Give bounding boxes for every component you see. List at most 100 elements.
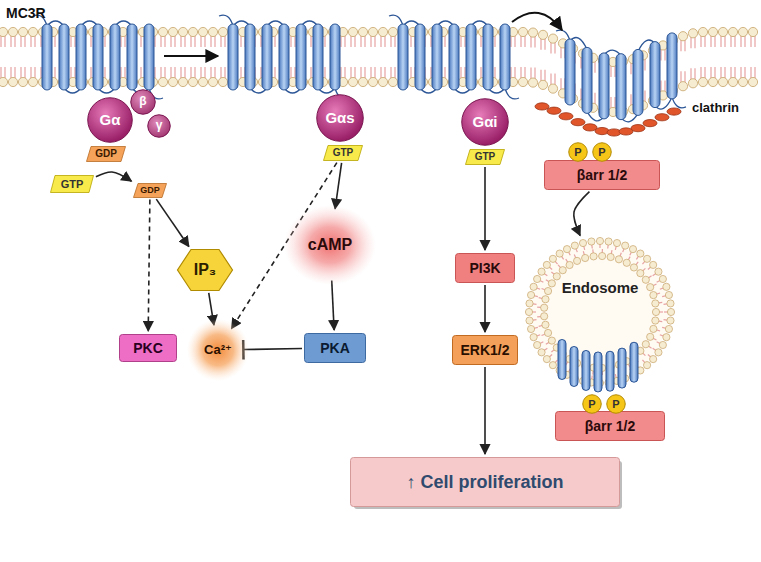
- lipid-head: [530, 283, 537, 290]
- transmembrane-helix: [630, 342, 638, 382]
- lipid-head: [158, 77, 167, 86]
- lipid-head: [728, 77, 737, 86]
- messenger-glow: cAMP: [284, 205, 376, 285]
- clathrin-unit: [631, 125, 645, 132]
- node-text: GDP: [95, 148, 117, 160]
- lipid-head: [688, 79, 697, 88]
- protein-circle: Gα: [87, 97, 133, 143]
- box-outline: [456, 254, 515, 283]
- lipid-head: [198, 77, 207, 86]
- clathrin-unit: [643, 120, 657, 127]
- lipid-head: [650, 261, 657, 268]
- transmembrane-helix: [415, 24, 425, 90]
- receptor-transition-arrows: [164, 13, 562, 56]
- transmembrane-helix: [466, 24, 476, 90]
- node-text: βarr 1/2: [577, 167, 628, 183]
- transmembrane-helix: [144, 24, 154, 90]
- transmembrane-helix: [313, 24, 323, 90]
- endosome-vesicle: Endosome: [524, 236, 676, 388]
- lipid-head: [18, 77, 27, 86]
- node-text: γ: [156, 119, 163, 133]
- lipid-head: [388, 77, 397, 86]
- glow-fill: [284, 205, 376, 285]
- transmembrane-helix: [594, 352, 602, 392]
- node-text: βarr 1/2: [585, 418, 636, 434]
- lipid-head: [208, 77, 217, 86]
- circle-outline: [607, 395, 626, 414]
- lipid-head: [663, 334, 670, 341]
- protein-circle: P: [582, 394, 602, 414]
- circle-outline: [317, 95, 364, 142]
- lipid-head: [368, 27, 377, 36]
- protein-circle: P: [568, 142, 588, 162]
- lipid-head: [544, 329, 551, 336]
- internalization-arrow: [512, 13, 562, 30]
- messenger-glow: Ca²⁺: [187, 319, 249, 381]
- lipid-bilayer: [0, 15, 758, 136]
- protein-circle: Gαi: [461, 98, 509, 146]
- lipid-head: [527, 291, 534, 298]
- lipid-head: [218, 27, 227, 36]
- lipid-head: [647, 333, 654, 340]
- protein-box: ERK1/2: [452, 335, 518, 365]
- lipid-head: [530, 334, 537, 341]
- protein-circle: γ: [147, 114, 171, 138]
- clathrin-unit: [667, 108, 681, 115]
- transmembrane-helix: [127, 24, 137, 90]
- lipid-head: [538, 80, 547, 89]
- activation-arrow: [574, 192, 590, 236]
- transmembrane-helix: [93, 24, 103, 90]
- lipid-head: [538, 268, 545, 275]
- lipid-head: [667, 300, 674, 307]
- lipid-head: [607, 253, 614, 260]
- protein-box: βarr 1/2: [544, 160, 660, 190]
- lipid-head: [534, 341, 541, 348]
- transmembrane-helix: [618, 348, 626, 388]
- lipid-head: [548, 280, 555, 287]
- protein-circle: P: [606, 394, 626, 414]
- lipid-head: [208, 27, 217, 36]
- circle-outline: [569, 143, 588, 162]
- lipid-head: [748, 27, 757, 36]
- lipid-head: [543, 355, 550, 362]
- lipid-head: [525, 308, 532, 315]
- tag-outline: [466, 150, 505, 165]
- node-text: Gαs: [325, 109, 354, 126]
- protein-box: βarr 1/2: [555, 411, 665, 441]
- lipid-head: [642, 276, 649, 283]
- circle-outline: [88, 98, 133, 143]
- node-text: P: [588, 398, 595, 411]
- node-text: Gα: [100, 111, 121, 128]
- activation-arrow: [484, 367, 486, 454]
- node-text: ↑ Cell proliferation: [406, 472, 563, 493]
- protein-box: PI3K: [455, 253, 515, 283]
- transmembrane-helix: [565, 39, 575, 105]
- activation-arrow: [96, 172, 132, 181]
- lipid-head: [548, 84, 557, 93]
- lipid-head: [599, 252, 606, 259]
- circle-outline: [593, 143, 612, 162]
- activation-arrow: [335, 163, 341, 209]
- lipid-head: [688, 29, 697, 38]
- transmembrane-helix: [432, 24, 442, 90]
- lipid-head: [549, 255, 556, 262]
- box-outline: [351, 458, 620, 507]
- lipid-head: [348, 77, 357, 86]
- lipid-head: [588, 238, 595, 245]
- protein-box: PKC: [119, 334, 177, 362]
- transmembrane-helix: [449, 24, 459, 90]
- lipid-head: [28, 27, 37, 36]
- hexagon-outline: [178, 250, 233, 291]
- lipid-head: [8, 27, 17, 36]
- lipid-head: [198, 27, 207, 36]
- lipid-head: [541, 313, 548, 320]
- node-text: Endosome: [562, 279, 639, 296]
- transmembrane-helix: [228, 24, 238, 90]
- nucleotide-tag: GTP: [465, 149, 505, 165]
- tag-outline: [324, 146, 363, 161]
- node-text: P: [612, 398, 619, 411]
- transmembrane-helix: [667, 33, 677, 99]
- lipid-head: [528, 28, 537, 37]
- lipid-head: [708, 77, 717, 86]
- transmembrane-helix: [558, 339, 566, 379]
